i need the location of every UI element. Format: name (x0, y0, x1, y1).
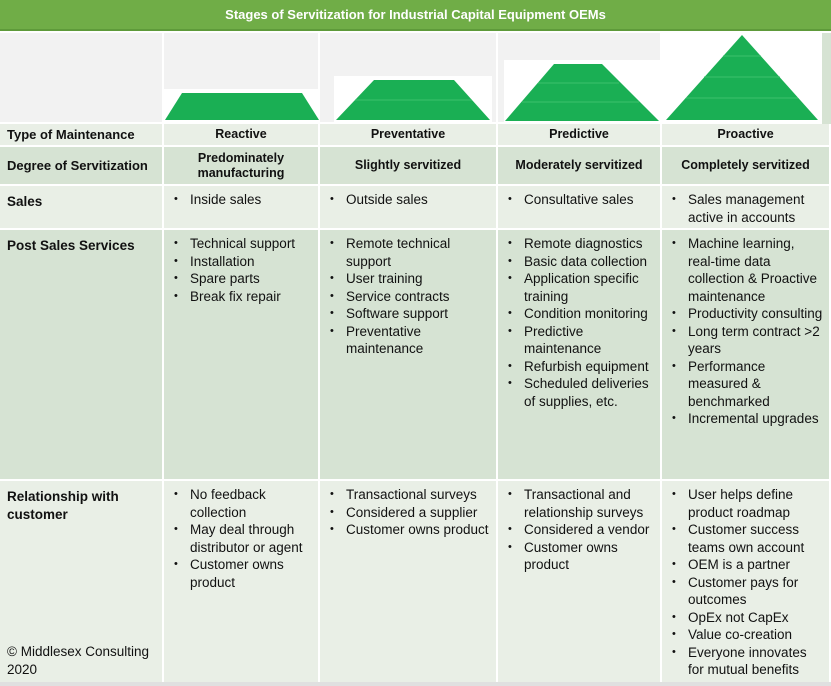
copyright-notice: © Middlesex Consulting 2020 (7, 644, 150, 677)
list-item: Application specific training (508, 270, 654, 305)
relationship-reactive: No feedback collection May deal through … (164, 481, 320, 685)
sales-reactive: Inside sales (164, 186, 320, 230)
list-item: Transactional surveys (330, 486, 490, 504)
list-item: Scheduled deliveries of supplies, etc. (508, 375, 654, 410)
list-item: Consultative sales (508, 191, 654, 209)
degree-reactive: Predominately manufacturing (164, 147, 320, 186)
table-title: Stages of Servitization for Industrial C… (0, 0, 831, 31)
list-item: Customer owns product (508, 539, 654, 574)
list-item: Customer pays for outcomes (672, 574, 823, 609)
pyramid-preventative-icon (334, 76, 492, 122)
stage-header-preventative: Preventative (320, 124, 498, 147)
sales-row: Sales Inside sales Outside sales Consult… (0, 186, 831, 230)
row-label-type: Type of Maintenance (0, 124, 164, 147)
list-item: Refurbish equipment (508, 358, 654, 376)
pyramid-proactive-icon (664, 31, 820, 122)
row-label-post-sales: Post Sales Services (0, 230, 164, 481)
degree-of-servitization-row: Degree of Servitization Predominately ma… (0, 147, 831, 186)
stage-header-reactive: Reactive (164, 124, 320, 147)
list-item: Installation (174, 253, 312, 271)
list-item: Preventative maintenance (330, 323, 490, 358)
list-item: Customer owns product (330, 521, 490, 539)
list-item: Sales management active in accounts (672, 191, 823, 226)
degree-proactive: Completely servitized (662, 147, 831, 186)
list-item: OEM is a partner (672, 556, 823, 574)
sales-proactive: Sales management active in accounts (662, 186, 831, 230)
list-item: Considered a supplier (330, 504, 490, 522)
type-of-maintenance-row: Type of Maintenance Reactive Preventativ… (0, 124, 831, 147)
post-sales-services-row: Post Sales Services Technical support In… (0, 230, 831, 481)
post-sales-preventative: Remote technical support User training S… (320, 230, 498, 481)
list-item: Considered a vendor (508, 521, 654, 539)
post-sales-proactive: Machine learning, real-time data collect… (662, 230, 831, 481)
right-edge-strip (822, 33, 831, 124)
list-item: Machine learning, real-time data collect… (672, 235, 823, 305)
list-item: Basic data collection (508, 253, 654, 271)
list-item: Service contracts (330, 288, 490, 306)
relationship-predictive: Transactional and relationship surveys C… (498, 481, 662, 685)
list-item: User training (330, 270, 490, 288)
relationship-proactive: User helps define product roadmap Custom… (662, 481, 831, 685)
pyramid-cell-preventative (320, 33, 498, 124)
list-item: Productivity consulting (672, 305, 823, 323)
post-sales-reactive: Technical support Installation Spare par… (164, 230, 320, 481)
sales-preventative: Outside sales (320, 186, 498, 230)
sales-predictive: Consultative sales (498, 186, 662, 230)
row-label-sales: Sales (0, 186, 164, 230)
relationship-preventative: Transactional surveys Considered a suppl… (320, 481, 498, 685)
stage-header-proactive: Proactive (662, 124, 831, 147)
relationship-row: Relationship with customer © Middlesex C… (0, 481, 831, 685)
list-item: Transactional and relationship surveys (508, 486, 654, 521)
stage-header-predictive: Predictive (498, 124, 662, 147)
list-item: Remote technical support (330, 235, 490, 270)
list-item: Inside sales (174, 191, 312, 209)
list-item: Everyone innovates for mutual benefits (672, 644, 823, 679)
row-label-relationship: Relationship with customer (7, 489, 119, 522)
list-item: Value co-creation (672, 626, 823, 644)
pyramid-cell-proactive (662, 33, 831, 124)
pyramid-reactive-icon (164, 89, 320, 122)
list-item: Incremental upgrades (672, 410, 823, 428)
list-item: No feedback collection (174, 486, 312, 521)
row-label-cell-relationship: Relationship with customer © Middlesex C… (0, 481, 164, 685)
list-item: Spare parts (174, 270, 312, 288)
list-item: Remote diagnostics (508, 235, 654, 253)
list-item: Predictive maintenance (508, 323, 654, 358)
degree-preventative: Slightly servitized (320, 147, 498, 186)
pyramid-row-empty-cell (0, 33, 164, 124)
pyramid-cell-reactive (164, 33, 320, 124)
row-label-degree: Degree of Servitization (0, 147, 164, 186)
list-item: OpEx not CapEx (672, 609, 823, 627)
degree-predictive: Moderately servitized (498, 147, 662, 186)
list-item: Break fix repair (174, 288, 312, 306)
list-item: May deal through distributor or agent (174, 521, 312, 556)
list-item: Long term contract >2 years (672, 323, 823, 358)
pyramid-row (0, 33, 831, 124)
list-item: Customer owns product (174, 556, 312, 591)
list-item: Performance measured & benchmarked (672, 358, 823, 411)
list-item: Outside sales (330, 191, 490, 209)
list-item: Customer success teams own account (672, 521, 823, 556)
list-item: Technical support (174, 235, 312, 253)
list-item: Condition monitoring (508, 305, 654, 323)
list-item: User helps define product roadmap (672, 486, 823, 521)
list-item: Software support (330, 305, 490, 323)
pyramid-predictive-icon (504, 60, 660, 122)
pyramid-cell-predictive (498, 33, 662, 124)
post-sales-predictive: Remote diagnostics Basic data collection… (498, 230, 662, 481)
bottom-border (0, 682, 831, 686)
